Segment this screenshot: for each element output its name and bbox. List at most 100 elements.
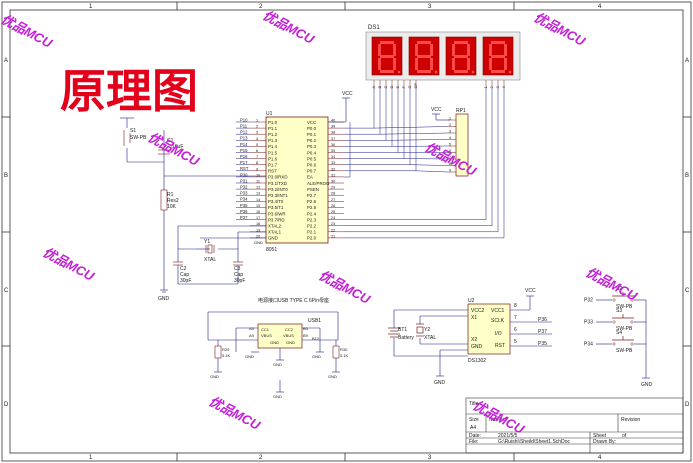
s1-ref: S1 xyxy=(130,128,136,134)
crystal-labels: Y1 XTAL C2 Cap 30pF C3 Cap 30pF xyxy=(180,239,245,284)
mcu-right-pin-num-4: 37 xyxy=(331,137,335,141)
display-pin-label-A: A xyxy=(371,86,376,89)
tb-number-label: Number xyxy=(489,417,507,423)
mcu-right-pin-num-15: 26 xyxy=(331,204,335,208)
wire-rp-1 xyxy=(379,132,449,135)
mcu-gnd-label: GND xyxy=(254,240,263,245)
usb-gnd-a: GND xyxy=(245,354,254,359)
mcu-right-pin-num-10: 31 xyxy=(331,173,335,177)
segment-3-1 xyxy=(467,44,470,56)
segment-3-5 xyxy=(452,44,455,56)
tb-sheet-of: of xyxy=(622,433,627,439)
u2-pin8: 8 xyxy=(514,303,517,309)
tb-sheet-label: Sheet xyxy=(593,433,607,439)
button-ref-S3: S3 xyxy=(616,308,622,314)
segment-2-0 xyxy=(417,41,431,44)
mcu-left-pin-name-12: P3.2/INT0 xyxy=(268,187,288,192)
mcu-left-pin-num-17: 17 xyxy=(256,216,260,220)
r1-ref: R1 xyxy=(167,192,174,198)
u2-gnd: GND xyxy=(471,344,483,350)
segment-2-6 xyxy=(417,55,431,58)
mcu-right-pin-name-4: P0.2 xyxy=(307,138,317,143)
c2-value: 30pF xyxy=(180,278,191,284)
mcu-left-pin-name-7: P1.6 xyxy=(268,156,278,161)
usb-b5: B5 xyxy=(303,326,309,331)
usb-gnd-e: GND xyxy=(328,374,337,379)
wire-rp-7 xyxy=(415,170,449,173)
wire-p2-0 xyxy=(344,88,487,220)
wire-rp-6 xyxy=(409,164,449,166)
mcu-left-pin-name-4: P1.3 xyxy=(268,138,278,143)
r29-value: 5.1K xyxy=(222,353,231,358)
bt1-part: Battery xyxy=(398,335,414,341)
tb-size-label: Size xyxy=(469,417,479,423)
mcu-right-pin-num-20: 21 xyxy=(331,234,335,238)
mcu-left-pin-num-3: 3 xyxy=(256,131,258,135)
signal-wires xyxy=(344,88,505,239)
mcu-left-pin-name-1: P1.0 xyxy=(268,120,278,125)
mcu-ref: U1 xyxy=(266,111,273,117)
wire-rp-0 xyxy=(373,126,449,129)
mcu-right-pin-num-14: 27 xyxy=(331,198,335,202)
watermark-9: 优品MCU xyxy=(207,393,264,433)
usb-a9: A9 xyxy=(249,333,255,338)
net-p35: P35 xyxy=(538,341,547,347)
button-contact-a-S2 xyxy=(612,298,616,302)
mcu-left-net-11: P31 xyxy=(240,178,248,183)
display-digit-pin-label-2: 2 xyxy=(489,86,494,89)
wire-rp-2 xyxy=(385,139,449,141)
button-contact-a-S4 xyxy=(612,342,616,346)
display-digit-pin-label-4: 4 xyxy=(501,86,506,89)
c3-ref: C3 xyxy=(234,266,241,272)
row-label-a-right: A xyxy=(685,58,689,64)
segment-2-2 xyxy=(430,58,433,70)
u2-sclk: SCLK xyxy=(491,318,505,324)
mcu-left-pin-name-5: P1.4 xyxy=(268,144,278,149)
u2-pin5: 5 xyxy=(514,339,517,345)
segment-dp-2 xyxy=(434,70,438,74)
button-contact-b-S4 xyxy=(630,342,634,346)
segment-dp-1 xyxy=(397,70,401,74)
net-p36: P36 xyxy=(538,317,547,323)
mcu-left-pin-num-5: 5 xyxy=(256,143,258,147)
rp-pin-num-4: 4 xyxy=(449,136,451,140)
watermark-6: 优品MCU xyxy=(41,244,98,284)
y1-ref: Y1 xyxy=(204,239,210,245)
net-p37: P37 xyxy=(538,329,547,335)
reset-gnd: GND xyxy=(158,296,170,302)
usb-a5: A5 xyxy=(249,326,255,331)
display-pin-label-B: B xyxy=(377,86,382,89)
rp-pin-num-1: 1 xyxy=(449,117,451,121)
segment-1-3 xyxy=(380,70,394,73)
segment-1-0 xyxy=(380,41,394,44)
display-pin-label-G: G xyxy=(407,85,412,88)
button-part-S4: SW-PB xyxy=(616,348,633,354)
segment-1-4 xyxy=(378,58,381,70)
mcu-right-pin-name-15: P2.5 xyxy=(307,205,317,210)
rp-pin-num-3: 3 xyxy=(449,130,451,134)
rtc-section: U2 DS1302 VCC2 X1 X2 GND VCC1 SCLK I/O R… xyxy=(388,288,552,386)
button-contact-b-S3 xyxy=(630,320,634,324)
mcu-left-pin-num-19: 19 xyxy=(256,228,260,232)
mcu-right-pin-name-1: VCC xyxy=(307,120,316,125)
display-pin-label-D: D xyxy=(389,86,394,89)
segment-3-0 xyxy=(454,41,468,44)
mcu-left-pin-name-10: P3.0/RXD xyxy=(268,175,288,180)
usb-section: 电源接口USB TYPE C 6Pin母座 USB1 CC1 VBUS CC2 … xyxy=(207,297,349,399)
title-block xyxy=(465,397,684,454)
col-label-3: 3 xyxy=(428,4,432,10)
segment-dp-3 xyxy=(471,70,475,74)
mcu-right-pin-name-6: P0.4 xyxy=(307,150,317,155)
frame-labels: 1 2 3 4 1 2 3 4 A B C D A B C D xyxy=(4,4,690,461)
usb-gnd-c: GND xyxy=(312,354,321,359)
bt1-ref: BT1 xyxy=(398,327,407,333)
mcu-left-pin-num-4: 4 xyxy=(256,137,258,141)
mcu-right-pin-num-16: 25 xyxy=(331,210,335,214)
u2-rst: RST xyxy=(495,343,505,349)
segment-2-1 xyxy=(430,44,433,56)
mcu-left-net-16: P36 xyxy=(240,209,248,214)
u2-vcc1: VCC1 xyxy=(491,308,505,314)
mcu-vcc-label: VCC xyxy=(342,91,353,97)
mcu-right-pin-num-18: 23 xyxy=(331,222,335,226)
mcu-left-net-12: P32 xyxy=(240,185,248,190)
